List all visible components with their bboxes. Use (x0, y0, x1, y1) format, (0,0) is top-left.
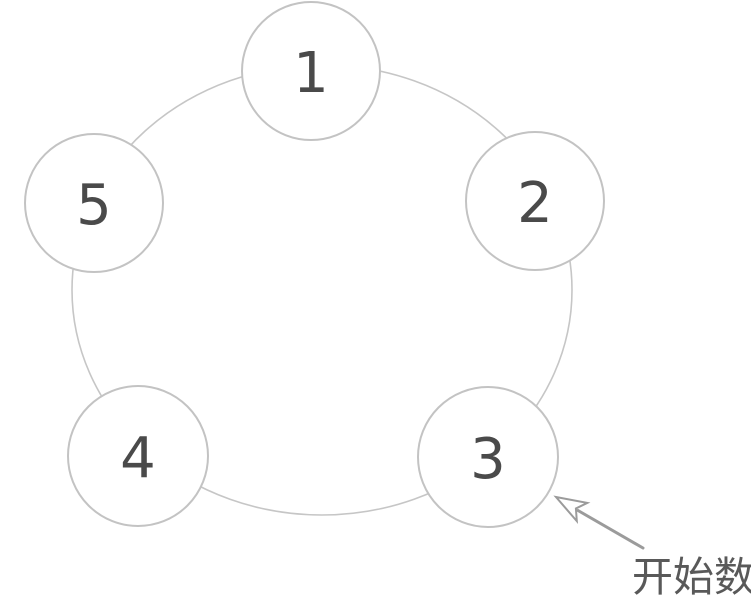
node-3-circle (417, 386, 559, 528)
node-5: 5 (24, 133, 164, 273)
node-4: 4 (67, 385, 209, 527)
node-1-label: 1 (293, 41, 329, 106)
node-4-label: 4 (120, 426, 156, 491)
node-1: 1 (241, 1, 381, 141)
node-1-circle (241, 1, 381, 141)
node-3-label: 3 (470, 427, 506, 492)
node-3: 3 (417, 386, 559, 528)
node-5-circle (24, 133, 164, 273)
start-arrow-shaft (576, 509, 645, 550)
node-5-label: 5 (76, 173, 112, 238)
node-2-circle (465, 131, 605, 271)
start-arrow (553, 495, 645, 550)
node-4-circle (67, 385, 209, 527)
node-2-label: 2 (517, 171, 553, 236)
start-annotation-label: 开始数 (632, 553, 751, 601)
start-arrow-head-icon (553, 495, 591, 525)
node-2: 2 (465, 131, 605, 271)
